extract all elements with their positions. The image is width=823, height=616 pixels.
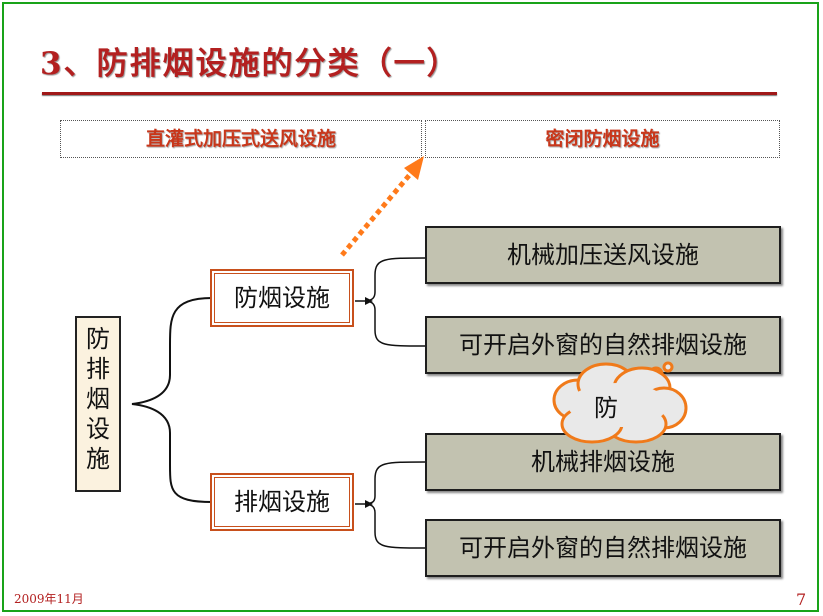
label-sealed-smoke-control: 密闭防烟设施 bbox=[425, 120, 780, 158]
branch-node-smoke-prevention: 防烟设施 bbox=[210, 269, 354, 327]
leaf-mechanical-exhaust: 机械排烟设施 bbox=[425, 433, 781, 491]
label-direct-pressurization: 直灌式加压式送风设施 bbox=[60, 120, 422, 158]
dotted-arrow-line bbox=[340, 170, 414, 257]
branch-node-smoke-exhaust: 排烟设施 bbox=[210, 473, 354, 531]
title-rule bbox=[42, 92, 777, 95]
dotted-arrow-head bbox=[404, 156, 424, 180]
leaf-natural-window-lower: 可开启外窗的自然排烟设施 bbox=[425, 519, 781, 577]
leaf-mechanical-pressurization: 机械加压送风设施 bbox=[425, 226, 781, 284]
arrow-lower-head bbox=[365, 500, 373, 508]
arrow-upper-head bbox=[365, 297, 373, 305]
slide-title: 3、防排烟设施的分类（一） bbox=[40, 46, 460, 82]
footer-date: 2009年11月 bbox=[14, 592, 84, 606]
page-number: 7 bbox=[796, 590, 807, 609]
root-node-smoke-control: 防 排 烟 设 施 bbox=[75, 316, 121, 492]
root-brace bbox=[131, 297, 213, 503]
cloud-callout-text: 防 bbox=[594, 394, 618, 422]
